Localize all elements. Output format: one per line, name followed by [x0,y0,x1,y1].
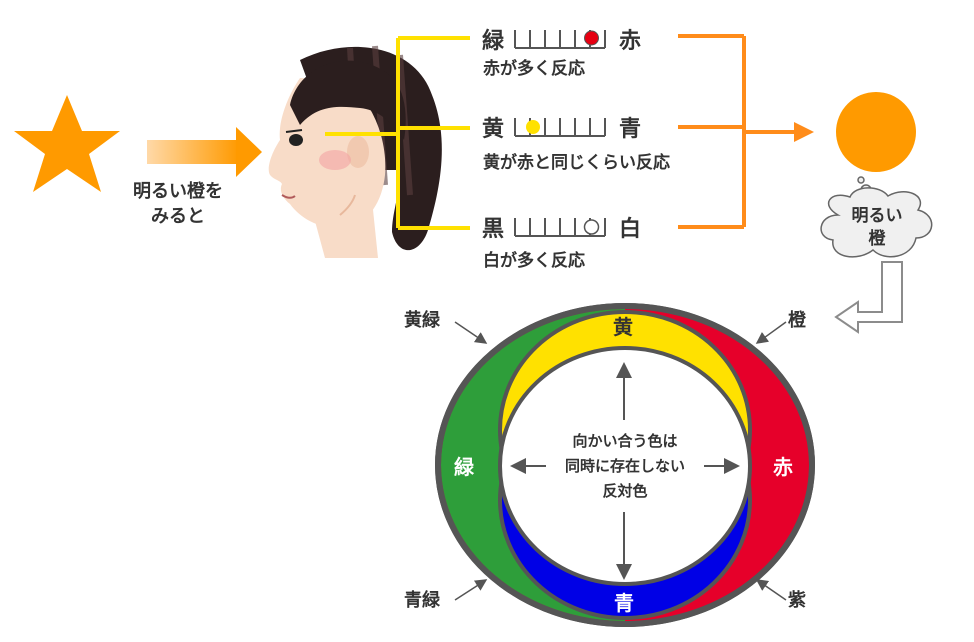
scale-3-left: 黒 [482,217,504,242]
scale-1-marker [584,30,599,46]
scale-1-left: 緑 [482,28,505,54]
thought-bubble [820,176,933,258]
orange-arrowhead [794,122,814,142]
head-illustration [268,45,442,258]
thought-line-2: 橙 [869,228,887,249]
result-color-circle [836,92,916,172]
outer-label-top-right: 橙 [788,309,807,331]
bent-arrow [834,261,903,334]
scale-1-right: 赤 [619,29,641,54]
intro-line-1: 明るい橙を [133,180,223,202]
center-text-1: 向かい合う色は [572,432,677,450]
outer-label-bottom-right: 紫 [788,589,806,611]
scale-3-caption: 白が多く反応 [483,250,585,271]
center-arrows [510,362,740,580]
wheel-label-bottom: 青 [614,591,634,615]
wheel-label-right: 赤 [773,455,793,479]
scale-2-caption: 黄が赤と同じくらい反応 [483,152,670,173]
center-text-3: 反対色 [602,482,647,500]
center-region [498,346,752,586]
wheel-label-top: 黄 [613,315,633,339]
outer-label-top-left: 黄緑 [404,309,441,331]
thought-line-1: 明るい [852,206,903,226]
scale-2-marker [526,120,540,134]
wheel-label-left: 緑 [454,455,475,479]
outer-label-bottom-left: 青緑 [404,589,441,611]
pointer-bottom-right [755,579,787,601]
scale-2-left: 黄 [482,117,504,142]
opponent-color-wheel [435,303,815,627]
scale-3-marker [583,219,600,235]
scale-1-caption: 赤が多く反応 [483,58,585,79]
look-arrow [147,127,262,177]
star-icon [14,95,120,192]
orange-connector [678,34,796,229]
pointer-top-right [755,321,787,344]
yellow-connector [325,36,470,230]
pointer-bottom-left [454,579,488,601]
scale-3-right: 白 [619,216,641,242]
scale-2-right: 青 [619,117,641,142]
intro-line-2: みると [151,206,205,227]
pointer-top-left [454,321,488,344]
center-text-2: 同時に存在しない [565,457,685,475]
